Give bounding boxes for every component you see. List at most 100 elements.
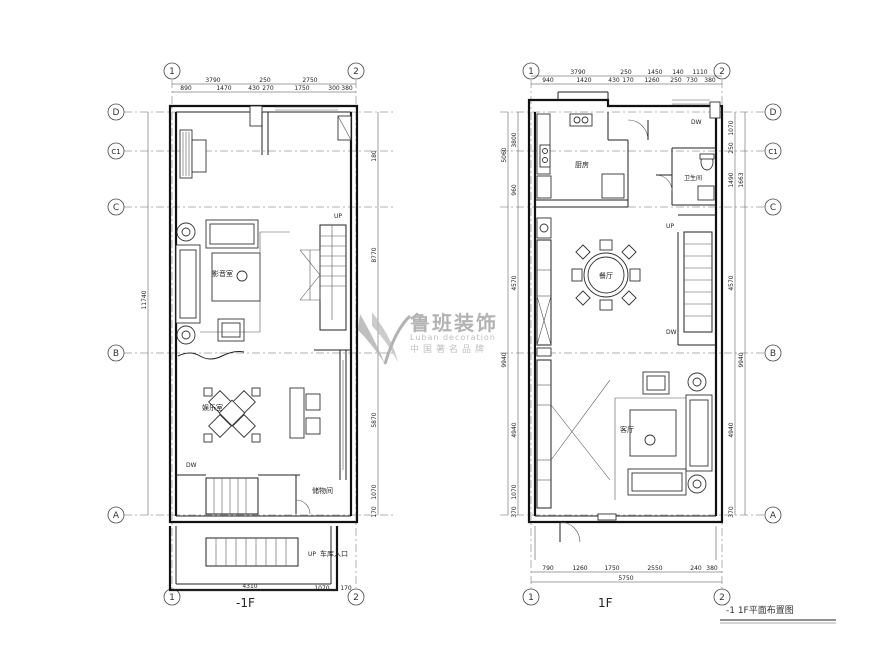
svg-text:2: 2 <box>719 593 725 603</box>
svg-text:1070: 1070 <box>314 585 329 592</box>
room-label-entertainment: 娱乐室 <box>202 403 223 412</box>
watermark-logo-icon <box>358 312 412 365</box>
svg-text:9940: 9940 <box>501 352 508 367</box>
svg-text:960: 960 <box>511 184 518 196</box>
stair-left <box>299 224 347 331</box>
up-label-left: UP <box>334 213 342 220</box>
svg-text:1110: 1110 <box>692 69 707 76</box>
svg-text:B: B <box>113 349 119 359</box>
svg-text:1070: 1070 <box>511 484 518 499</box>
svg-text:C1: C1 <box>111 148 120 156</box>
svg-text:5870: 5870 <box>371 412 378 427</box>
svg-text:4570: 4570 <box>511 275 518 290</box>
room-label-garage-entry: 车库入口 <box>320 549 348 558</box>
svg-text:1750: 1750 <box>604 565 619 572</box>
grid-bubble-left-C: C <box>107 198 125 216</box>
curtain <box>177 351 245 360</box>
theater-sofa-set <box>175 219 290 345</box>
grid-bubble-right-top-2: 2 <box>713 62 731 80</box>
svg-text:D: D <box>770 108 777 118</box>
svg-text:D: D <box>113 108 120 118</box>
up-label-garage: UP <box>308 551 316 558</box>
svg-text:170: 170 <box>622 77 634 84</box>
svg-text:4940: 4940 <box>511 422 518 437</box>
svg-text:5060: 5060 <box>501 147 508 162</box>
svg-text:1070: 1070 <box>728 120 735 135</box>
svg-text:2550: 2550 <box>647 565 662 572</box>
grid-bubble-right-B: B <box>764 344 782 362</box>
room-label-living: 客厅 <box>620 425 634 434</box>
garage-stair <box>205 537 299 567</box>
grid-bubble-right-C1: C1 <box>764 142 782 160</box>
grid-bubble-left-bottom-1: 1 <box>163 588 181 606</box>
stair-right <box>677 214 716 346</box>
kitchen-block <box>535 112 649 208</box>
left-wall-cabinets <box>536 217 611 509</box>
svg-text:3790: 3790 <box>570 69 585 76</box>
svg-text:4570: 4570 <box>728 275 735 290</box>
grid-bubble-right-bottom-2: 2 <box>713 588 731 606</box>
svg-text:1450: 1450 <box>647 69 662 76</box>
svg-text:170: 170 <box>371 506 378 518</box>
dw-label-top: DW <box>691 119 702 126</box>
dw-label-right: DW <box>666 329 677 336</box>
svg-text:1470: 1470 <box>216 85 231 92</box>
svg-text:1: 1 <box>169 67 175 77</box>
svg-text:140: 140 <box>672 69 684 76</box>
svg-text:430: 430 <box>608 77 620 84</box>
grid-bubble-left-A: A <box>107 506 125 524</box>
svg-text:380: 380 <box>704 77 716 84</box>
grid-bubble-right-bottom-1: 1 <box>522 588 540 606</box>
grid-bubble-right-top-1: 1 <box>522 62 540 80</box>
drawing-title: -1 1F平面布置图 <box>726 604 794 616</box>
bar-counter <box>289 387 321 439</box>
svg-text:C: C <box>113 203 119 213</box>
svg-text:940: 940 <box>542 77 554 84</box>
grid-bubble-right-D: D <box>764 103 782 121</box>
svg-text:250: 250 <box>670 77 682 84</box>
grid-bubble-left-B: B <box>107 344 125 362</box>
svg-text:4310: 4310 <box>242 583 257 590</box>
grid-bubble-left-top-1: 1 <box>163 62 181 80</box>
room-label-theater: 影音室 <box>212 269 233 278</box>
watermark-latin: Luban decoration <box>410 333 496 342</box>
svg-text:11740: 11740 <box>141 290 148 309</box>
svg-text:C1: C1 <box>768 148 777 156</box>
grid-bubble-left-C1: C1 <box>107 142 125 160</box>
svg-text:180: 180 <box>371 150 378 162</box>
right-plan: 1 2 1 2 D C1 C B <box>500 62 782 610</box>
grid-bubble-left-top-2: 2 <box>347 62 365 80</box>
entrance-door <box>534 513 717 560</box>
svg-text:270: 270 <box>262 85 274 92</box>
grid-bubble-right-A: A <box>764 506 782 524</box>
svg-text:1: 1 <box>528 67 534 77</box>
svg-text:2: 2 <box>353 67 359 77</box>
svg-text:1750: 1750 <box>294 85 309 92</box>
svg-text:380: 380 <box>341 85 353 92</box>
svg-text:2750: 2750 <box>302 77 317 84</box>
svg-text:250: 250 <box>728 142 735 154</box>
left-plan: 1 2 1 2 D C1 C B <box>107 62 395 610</box>
svg-text:1: 1 <box>169 593 175 603</box>
svg-text:250: 250 <box>620 69 632 76</box>
living-sofa-set <box>614 371 713 500</box>
dw-label-left: DW <box>186 462 197 469</box>
room-label-dining: 餐厅 <box>599 271 613 280</box>
watermark: 鲁班装饰 Luban decoration 中国著名品牌 <box>358 311 496 365</box>
svg-text:1260: 1260 <box>572 565 587 572</box>
svg-text:790: 790 <box>542 565 554 572</box>
drawing-title-block: -1 1F平面布置图 <box>720 604 836 624</box>
svg-text:5750: 5750 <box>618 575 633 582</box>
svg-text:C: C <box>770 203 776 213</box>
game-tables <box>203 387 261 443</box>
svg-text:3800: 3800 <box>511 132 518 147</box>
toilet-block <box>655 147 716 206</box>
up-label-right: UP <box>666 223 674 230</box>
svg-text:8770: 8770 <box>371 247 378 262</box>
svg-text:1490: 1490 <box>728 172 735 187</box>
svg-text:370: 370 <box>728 506 735 518</box>
svg-text:300: 300 <box>328 85 340 92</box>
grid-bubble-right-C: C <box>764 198 782 216</box>
svg-text:1070: 1070 <box>371 484 378 499</box>
svg-text:2: 2 <box>719 67 725 77</box>
